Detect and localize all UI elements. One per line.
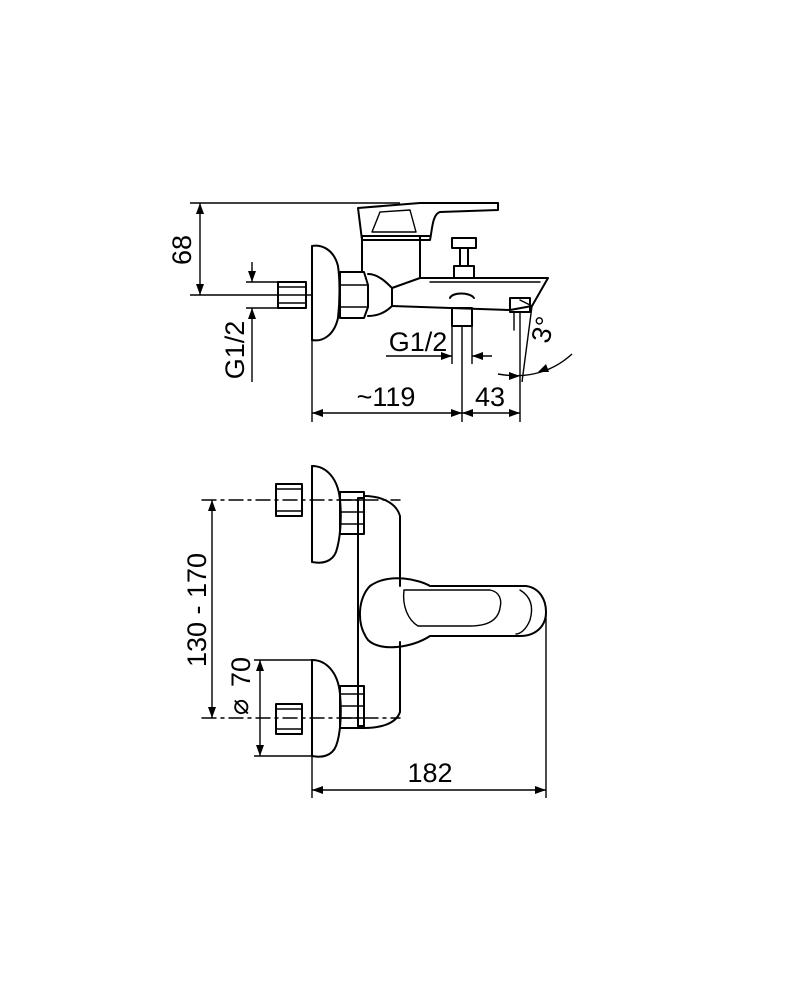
label-reach-119: ~119	[357, 382, 416, 412]
label-total-length: 182	[407, 758, 452, 788]
label-thread-bottom: G1/2	[389, 327, 448, 357]
label-diameter-symbol: ⌀	[224, 699, 254, 715]
label-rosette-diameter: 70	[226, 657, 256, 687]
label-thread-side: G1/2	[220, 321, 250, 380]
side-view-dimensions	[190, 202, 573, 422]
label-height-68: 68	[167, 235, 197, 265]
front-view	[275, 465, 547, 758]
label-angle-3: 3°	[525, 313, 561, 346]
front-view-dimensions	[201, 499, 547, 798]
label-center-distance: 130 - 170	[182, 553, 212, 667]
side-view	[277, 202, 549, 342]
label-spout-43: 43	[475, 382, 505, 412]
